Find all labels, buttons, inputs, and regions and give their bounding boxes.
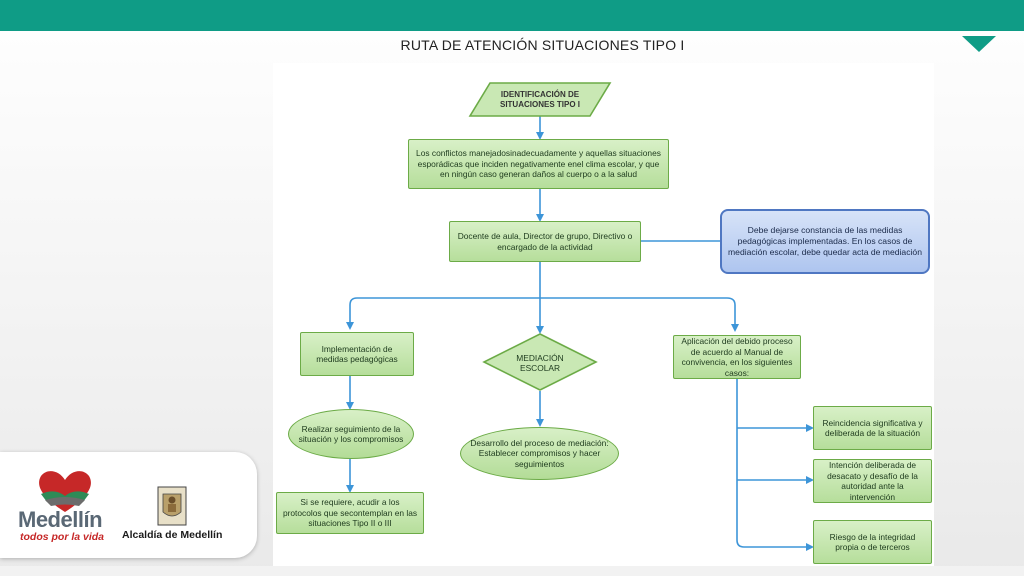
conflicts-box: Los conflictos manejadosinadecuadamente …	[408, 139, 669, 189]
pedagogical-box: Implementación de medidas pedagógicas	[300, 332, 414, 376]
top-accent-bar	[0, 0, 1024, 31]
mediation-diamond-label: MEDIACIÓN ESCOLAR	[516, 352, 564, 374]
logos-card	[0, 452, 257, 558]
medellin-wordmark: Medellín	[18, 507, 103, 532]
responsible-box: Docente de aula, Director de grupo, Dire…	[449, 221, 641, 262]
connector-split-right	[540, 297, 739, 332]
medellin-heart-logo	[39, 471, 91, 512]
start-parallelogram-shape	[468, 82, 612, 117]
due-process-box: Aplicación del debido proceso de acuerdo…	[673, 335, 801, 379]
slide-title: RUTA DE ATENCIÓN SITUACIONES TIPO I	[400, 37, 685, 53]
mediation-process-ellipse: Desarrollo del proceso de mediación: Est…	[460, 427, 619, 480]
case-1-box: Reincidencia significativa y deliberada …	[813, 406, 932, 450]
case-2-box: Intención deliberada de desacato y desaf…	[813, 459, 932, 503]
record-note-box: Debe dejarse constancia de las medidas p…	[720, 209, 930, 274]
mediation-diamond-shape	[482, 333, 598, 391]
case-3-box: Riesgo de la integridad propia o de terc…	[813, 520, 932, 564]
medellin-tagline: todos por la vida	[20, 531, 105, 543]
bottom-strip	[0, 566, 1024, 576]
alcaldia-label: Alcaldía de Medellín	[122, 529, 223, 541]
follow-up-ellipse: Realizar seguimiento de la situación y l…	[288, 409, 414, 459]
alcaldia-crest-icon	[157, 486, 187, 526]
triangle-down-icon[interactable]	[962, 36, 996, 52]
start-node-text: IDENTIFICACIÓN DE SITUACIONES TIPO I	[499, 90, 580, 109]
connector-split-left	[346, 297, 540, 330]
escalate-box: Si se requiere, acudir a los protocolos …	[276, 492, 424, 534]
connector-dueprocess-trunk	[736, 379, 814, 551]
